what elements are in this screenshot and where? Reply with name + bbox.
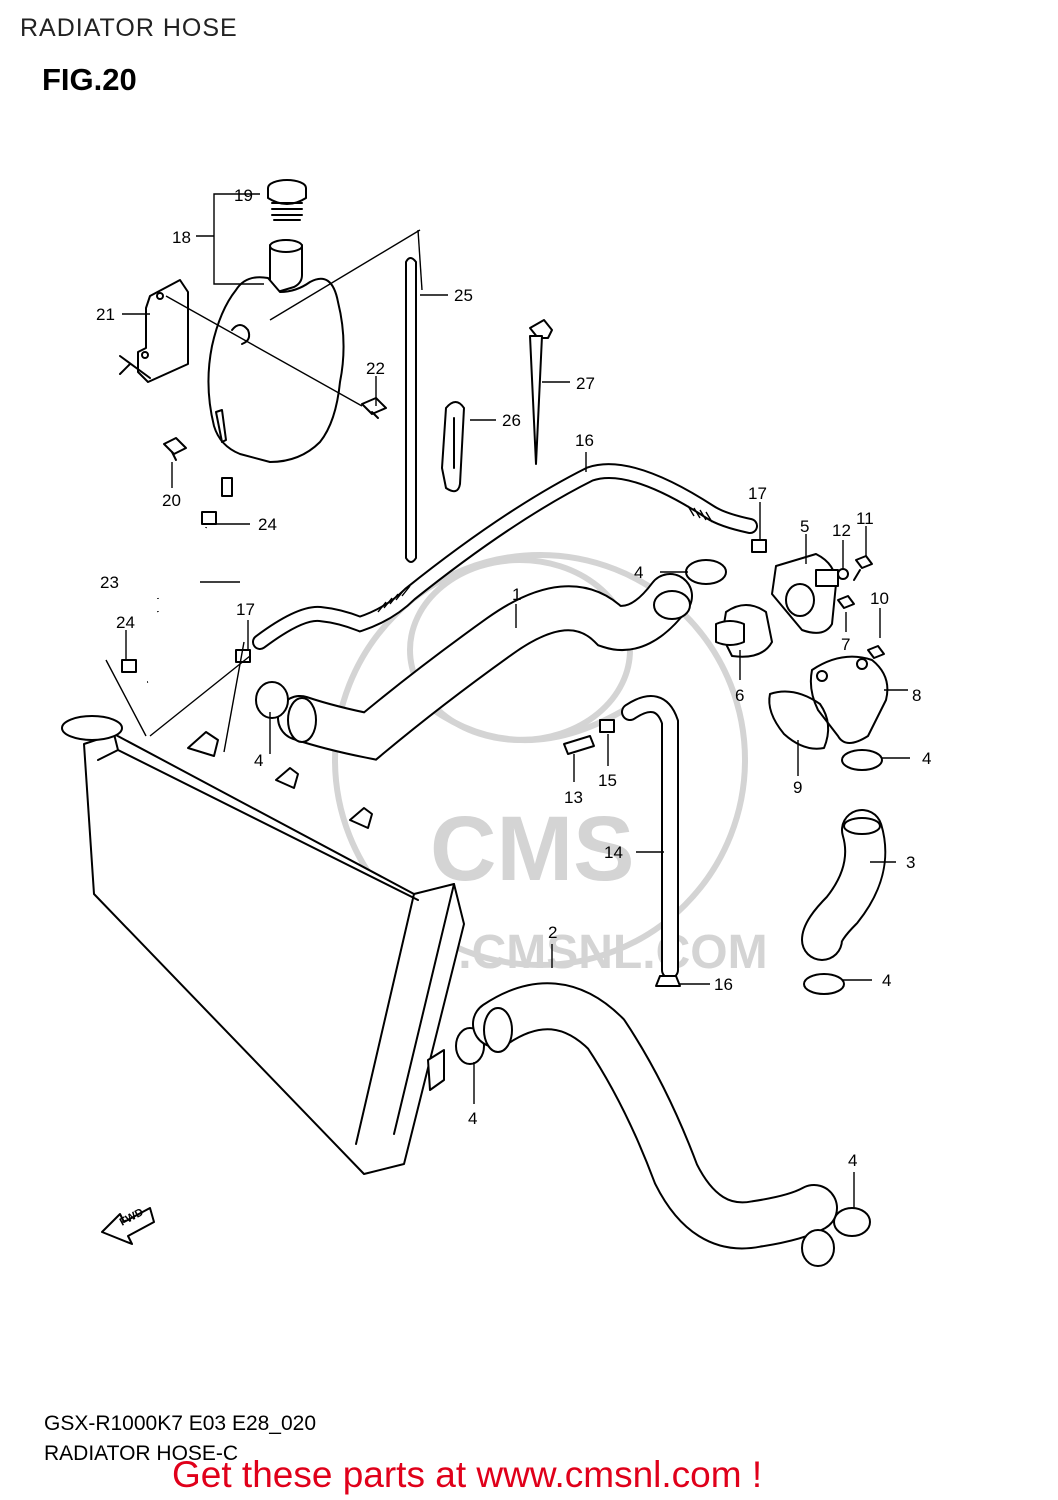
callout-8: 8: [912, 686, 921, 705]
part-6-thermostat: [715, 604, 773, 658]
callout-22: 22: [366, 359, 385, 378]
part-8-housing: [809, 655, 889, 744]
part-16-hose: [252, 463, 758, 650]
part-2-hose: [472, 982, 838, 1267]
callout-24-left: 24: [116, 613, 135, 632]
callout-labels: 19 18 21 25 22 27 26 16 20 17 5 12 11 24…: [96, 186, 931, 1170]
part-23-hose: [146, 525, 212, 688]
part-20-bolt: [163, 437, 187, 461]
callout-21: 21: [96, 305, 115, 324]
callout-19: 19: [234, 186, 253, 205]
callout-26: 26: [502, 411, 521, 430]
part-21-bracket: [119, 279, 189, 383]
part-3-hose: [801, 809, 887, 961]
radiator: [61, 715, 465, 1175]
callout-7: 7: [841, 635, 850, 654]
fwd-arrow-icon: FWD: [101, 1206, 155, 1245]
diagram-code: GSX-R1000K7 E03 E28_020: [44, 1412, 317, 1435]
part-5-cover: [771, 553, 839, 634]
diagram-name: RADIATOR HOSE-C: [44, 1442, 239, 1465]
callout-25: 25: [454, 286, 473, 305]
callout-17-right: 17: [748, 484, 767, 503]
part-1-hose: [277, 573, 693, 761]
callout-4-lower: 4: [882, 971, 891, 990]
part-18-reservoir: [207, 239, 345, 497]
callout-16-top: 16: [575, 431, 594, 450]
watermark-brand: CMS: [430, 798, 634, 900]
part-25-tube: [405, 257, 417, 563]
callout-11: 11: [856, 509, 874, 528]
callout-2: 2: [548, 923, 557, 942]
callout-27: 27: [576, 374, 595, 393]
callout-4-far: 4: [848, 1151, 857, 1170]
callout-4-bottom: 4: [468, 1109, 477, 1128]
callout-3: 3: [906, 853, 915, 872]
callout-4-top: 4: [634, 563, 643, 582]
callout-14: 14: [604, 843, 623, 862]
callout-10: 10: [870, 589, 889, 608]
part-27-tie: [529, 319, 553, 465]
callout-16-bottom: 16: [714, 975, 733, 994]
cta-link[interactable]: Get these parts at www.cmsnl.com !: [172, 1454, 763, 1495]
callout-23: 23: [100, 573, 119, 592]
callout-15: 15: [598, 771, 617, 790]
part-26-holder: [441, 401, 465, 493]
part-22-bolt: [361, 397, 387, 419]
callout-6: 6: [735, 686, 744, 705]
callout-9: 9: [793, 778, 802, 797]
callout-1: 1: [512, 585, 521, 604]
callout-13: 13: [564, 788, 583, 807]
callout-17-left: 17: [236, 600, 255, 619]
part-14-hose: [621, 695, 681, 987]
callout-18: 18: [172, 228, 191, 247]
parts-13-15-fittings: [563, 719, 615, 755]
callout-5: 5: [800, 517, 809, 536]
callout-4-housing: 4: [922, 749, 931, 768]
callout-12: 12: [832, 521, 851, 540]
page-title: RADIATOR HOSE: [20, 14, 238, 42]
parts-7-10-11-12-hardware: [837, 555, 885, 659]
callout-4-radiator: 4: [254, 751, 263, 770]
callout-20: 20: [162, 491, 181, 510]
part-9-gasket: [768, 690, 830, 750]
leader-lines: [105, 193, 910, 1208]
figure-number: FIG.20: [42, 62, 137, 97]
callout-24-top: 24: [258, 515, 277, 534]
part-24-clips: [121, 511, 217, 673]
part-19-cap: [267, 179, 307, 221]
